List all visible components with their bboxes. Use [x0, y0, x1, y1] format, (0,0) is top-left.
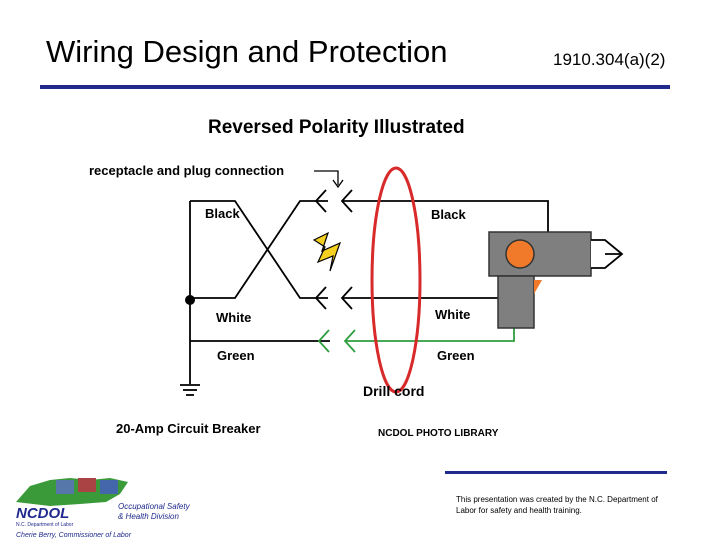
logo-commissioner: Cherie Berry, Commissioner of Labor [16, 532, 132, 539]
neutral-junction-dot [185, 295, 195, 305]
cord-green-wire [345, 328, 515, 342]
drill-cord-label: Drill cord [363, 383, 424, 399]
connection-label: receptacle and plug connection [89, 163, 284, 178]
header-divider [40, 85, 670, 89]
logo-photo-2 [78, 478, 96, 492]
drill-icon [488, 231, 624, 329]
reversed-polarity-diagram: Reversed Polarity Illustrated receptacle… [89, 117, 624, 439]
circuit-breaker-label: 20-Amp Circuit Breaker [116, 421, 261, 436]
spark-icon [312, 231, 342, 272]
left-white-label: White [216, 310, 251, 325]
receptacle-contact-black [314, 189, 327, 213]
logo-photo-3 [100, 480, 118, 494]
right-white-label: White [435, 307, 470, 322]
right-green-label: Green [437, 348, 475, 363]
connection-pointer-arrowhead [332, 179, 344, 189]
drill-cord-loop [370, 166, 422, 394]
logo-division-line1: Occupational Safety [118, 502, 191, 511]
logo-brand: NCDOL [16, 505, 69, 522]
logo-division-line2: & Health Division [118, 512, 179, 521]
ground-symbol-icon [180, 384, 200, 396]
diagram-heading: Reversed Polarity Illustrated [208, 117, 465, 138]
receptacle-contact-green [317, 329, 330, 353]
left-black-label: Black [205, 206, 240, 221]
connection-pointer [314, 170, 339, 185]
left-green-label: Green [217, 348, 255, 363]
photo-credit: NCDOL PHOTO LIBRARY [378, 428, 499, 439]
ncdol-logo: NCDOL N.C. Department of Labor Occupatio… [16, 478, 191, 539]
page-title: Wiring Design and Protection [46, 34, 448, 69]
footer-divider [445, 471, 667, 474]
logo-photo-1 [56, 480, 74, 494]
right-black-label: Black [431, 207, 466, 222]
footer-note: This presentation was created by the N.C… [456, 495, 658, 515]
logo-dept: N.C. Department of Labor [16, 522, 74, 528]
left-white-wire [190, 200, 328, 299]
receptacle-contact-white [314, 286, 327, 310]
standard-reference: 1910.304(a)(2) [553, 50, 666, 69]
